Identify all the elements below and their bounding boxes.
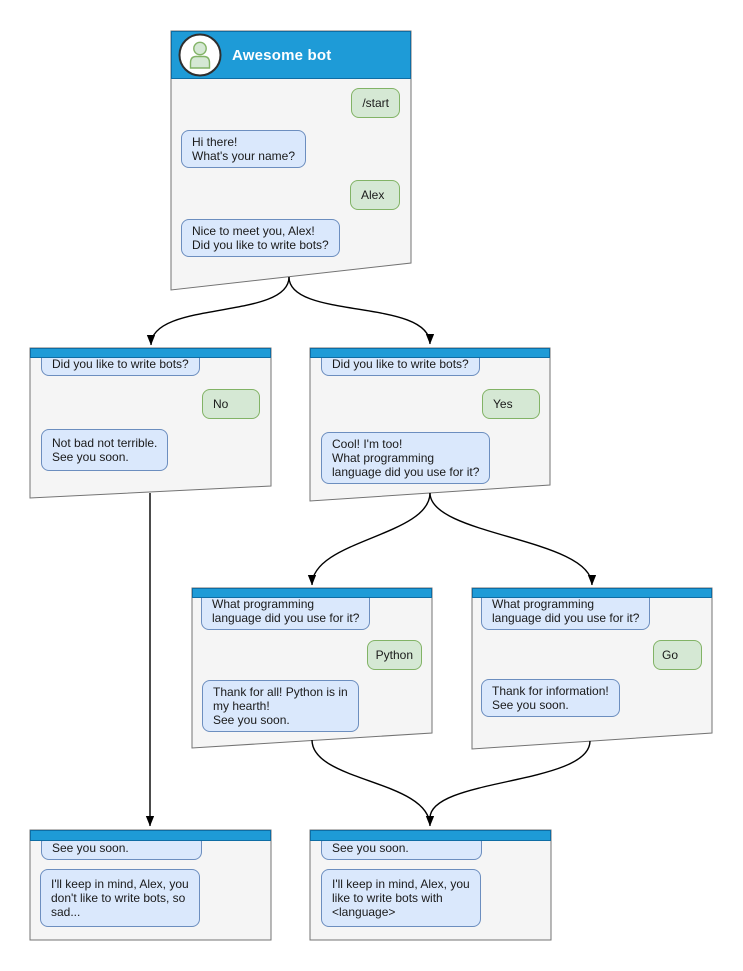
arrow-yes-to-go — [429, 492, 597, 586]
bot-message-bubble: I'll keep in mind, Alex, you don't like … — [40, 869, 200, 927]
user-message-bubble: Alex — [350, 180, 400, 210]
arrow-go-to-end — [429, 740, 591, 819]
bot-message-bubble: Nice to meet you, Alex! Did you like to … — [181, 219, 340, 257]
bot-message-bubble: What programming language did you use fo… — [201, 592, 371, 630]
arrow-main-to-no — [146, 276, 290, 346]
bot-message-bubble: Hi there! What's your name? — [181, 130, 307, 168]
yes-window-titlebar — [310, 348, 550, 358]
user-message-bubble: /start — [351, 88, 400, 118]
arrow-main-to-yes — [288, 276, 435, 345]
bot-message-bubble: Cool! I'm too! What programming language… — [321, 432, 491, 484]
bot-avatar-icon — [178, 33, 222, 77]
bot-message-bubble: What programming language did you use fo… — [481, 592, 651, 630]
bot-message-bubble: Thank for information! See you soon. — [481, 679, 620, 717]
no-window-titlebar — [30, 348, 271, 358]
bot-message-bubble: I'll keep in mind, Alex, you like to wri… — [321, 869, 481, 927]
python-window-titlebar — [192, 588, 432, 598]
main-window-titlebar: Awesome bot — [171, 31, 411, 79]
main-window-title: Awesome bot — [232, 46, 332, 64]
user-message-bubble: No — [202, 389, 260, 419]
arrow-python-to-end — [311, 739, 435, 827]
user-message-bubble: Yes — [482, 389, 540, 419]
arrow-yes-to-python — [307, 492, 431, 586]
end-no-window-titlebar — [30, 830, 271, 841]
bot-message-bubble: Not bad not terrible. See you soon. — [41, 429, 169, 471]
go-window-titlebar — [472, 588, 712, 598]
bot-message-bubble: Thank for all! Python is in my hearth! S… — [202, 680, 359, 732]
end-yes-window-titlebar — [310, 830, 551, 841]
user-message-bubble: Go — [653, 640, 702, 670]
user-message-bubble: Python — [366, 640, 422, 670]
